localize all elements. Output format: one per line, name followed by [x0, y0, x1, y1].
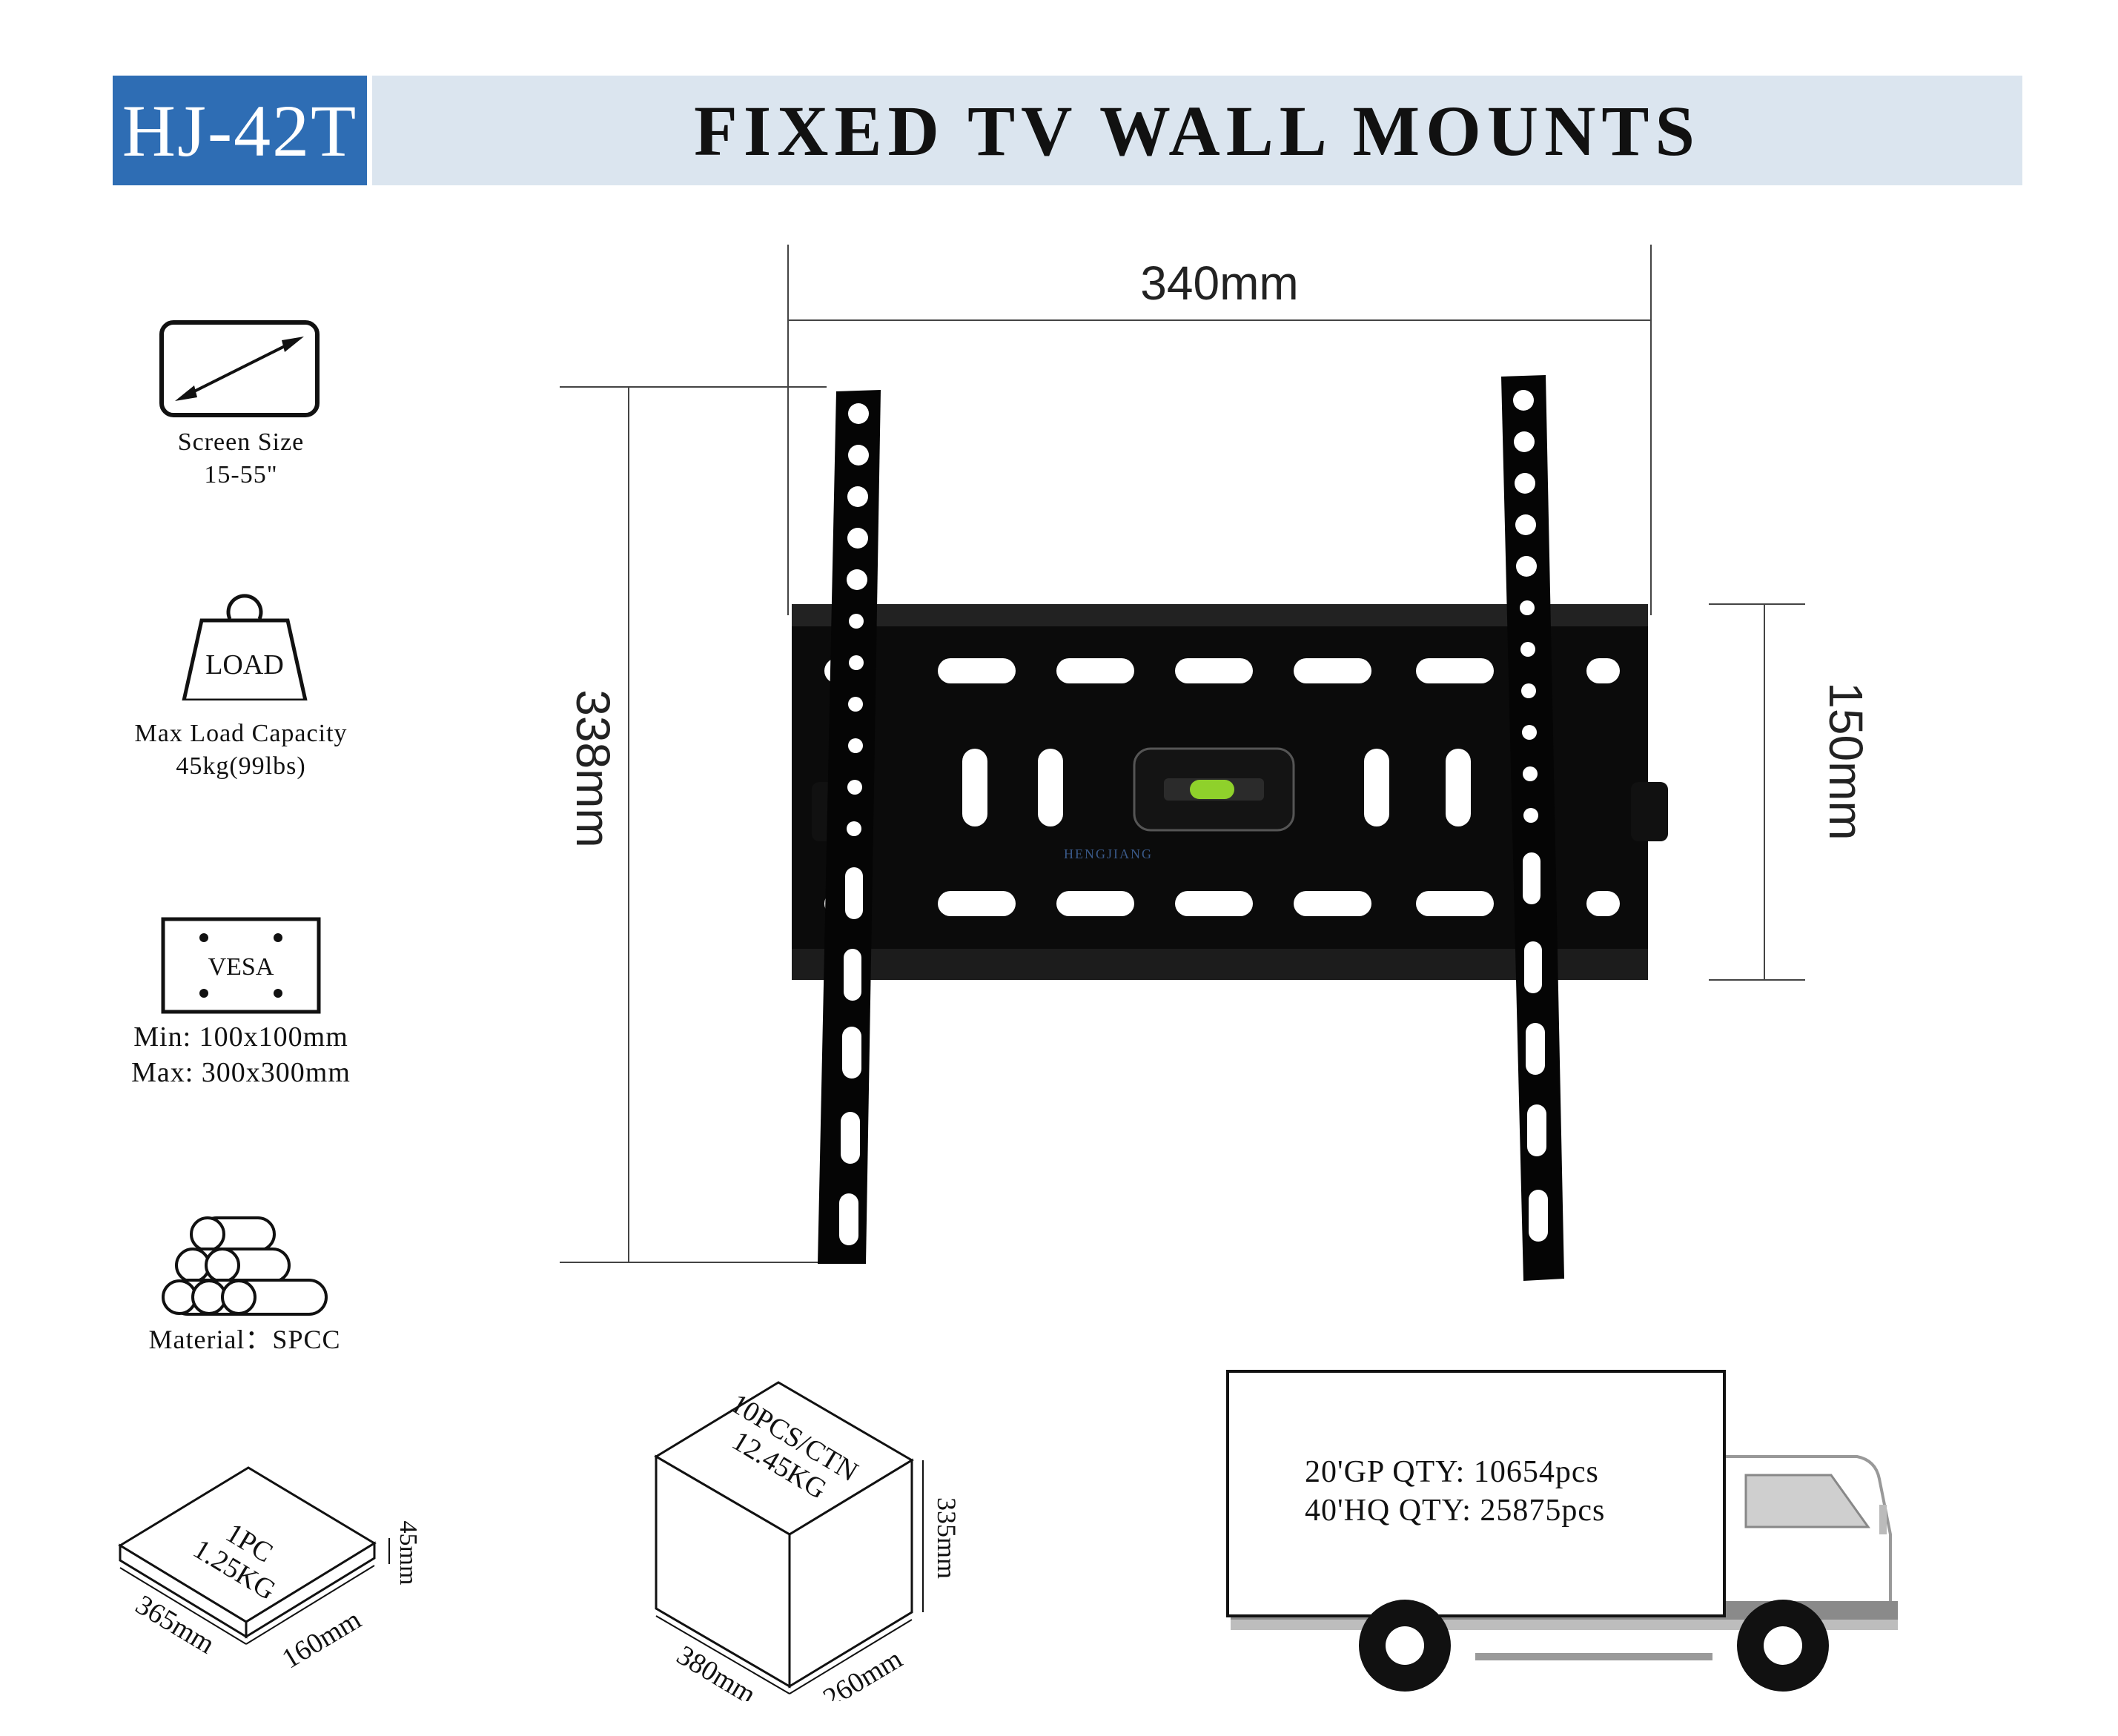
page-title: FIXED TV WALL MOUNTS [372, 76, 2022, 185]
carton-height: 335mm [932, 1497, 962, 1579]
vesa-max: Max: 300x300mm [131, 1057, 351, 1088]
load-value: 45kg(99lbs) [176, 752, 306, 780]
brand-watermark: HENGJIANG [1064, 847, 1153, 861]
shipping-40hq: 40'HQ QTY: 25875pcs [1305, 1494, 1606, 1528]
vesa-icon-text: VESA [208, 953, 274, 981]
carton-box-diagram: 10PCS/CTN 12.45KG 380mm 260mm 335mm [654, 1381, 962, 1701]
load-weight-icon: LOAD [156, 589, 326, 703]
load-title: Max Load Capacity [134, 720, 348, 747]
model-badge: HJ-42T [113, 76, 367, 185]
product-box-diagram: 1PC 1.25KG 365mm 160mm 45mm [118, 1466, 422, 1675]
vesa-pattern-icon: VESA [159, 915, 322, 1016]
screen-size-icon [148, 319, 334, 423]
product-box-height: 45mm [394, 1521, 422, 1586]
material-label: Material：SPCC [148, 1325, 341, 1354]
material-tubes-icon [156, 1212, 341, 1323]
height-dimension: 338mm [566, 689, 620, 848]
wall-mount-drawing: HENGJIANG [560, 245, 1805, 1281]
truck-illustration [1226, 1370, 1898, 1692]
vesa-min: Min: 100x100mm [133, 1021, 348, 1053]
screen-size-label: Screen Size 15-55" [111, 426, 371, 491]
load-label: Max Load Capacity 45kg(99lbs) [96, 718, 385, 783]
screen-size-title: Screen Size [177, 428, 305, 456]
load-icon-text: LOAD [205, 649, 284, 680]
arm-height-dimension: 150mm [1819, 682, 1873, 841]
screen-size-value: 15-55" [204, 461, 278, 488]
width-dimension: 340mm [1140, 256, 1299, 310]
vesa-label: Min: 100x100mm Max: 300x300mm [89, 1019, 393, 1090]
shipping-20gp: 20'GP QTY: 10654pcs [1305, 1455, 1599, 1489]
product-box-width: 160mm [277, 1604, 366, 1675]
shipping-quantities: 20'GP QTY: 10654pcs 40'HQ QTY: 25875pcs [1305, 1453, 1675, 1530]
